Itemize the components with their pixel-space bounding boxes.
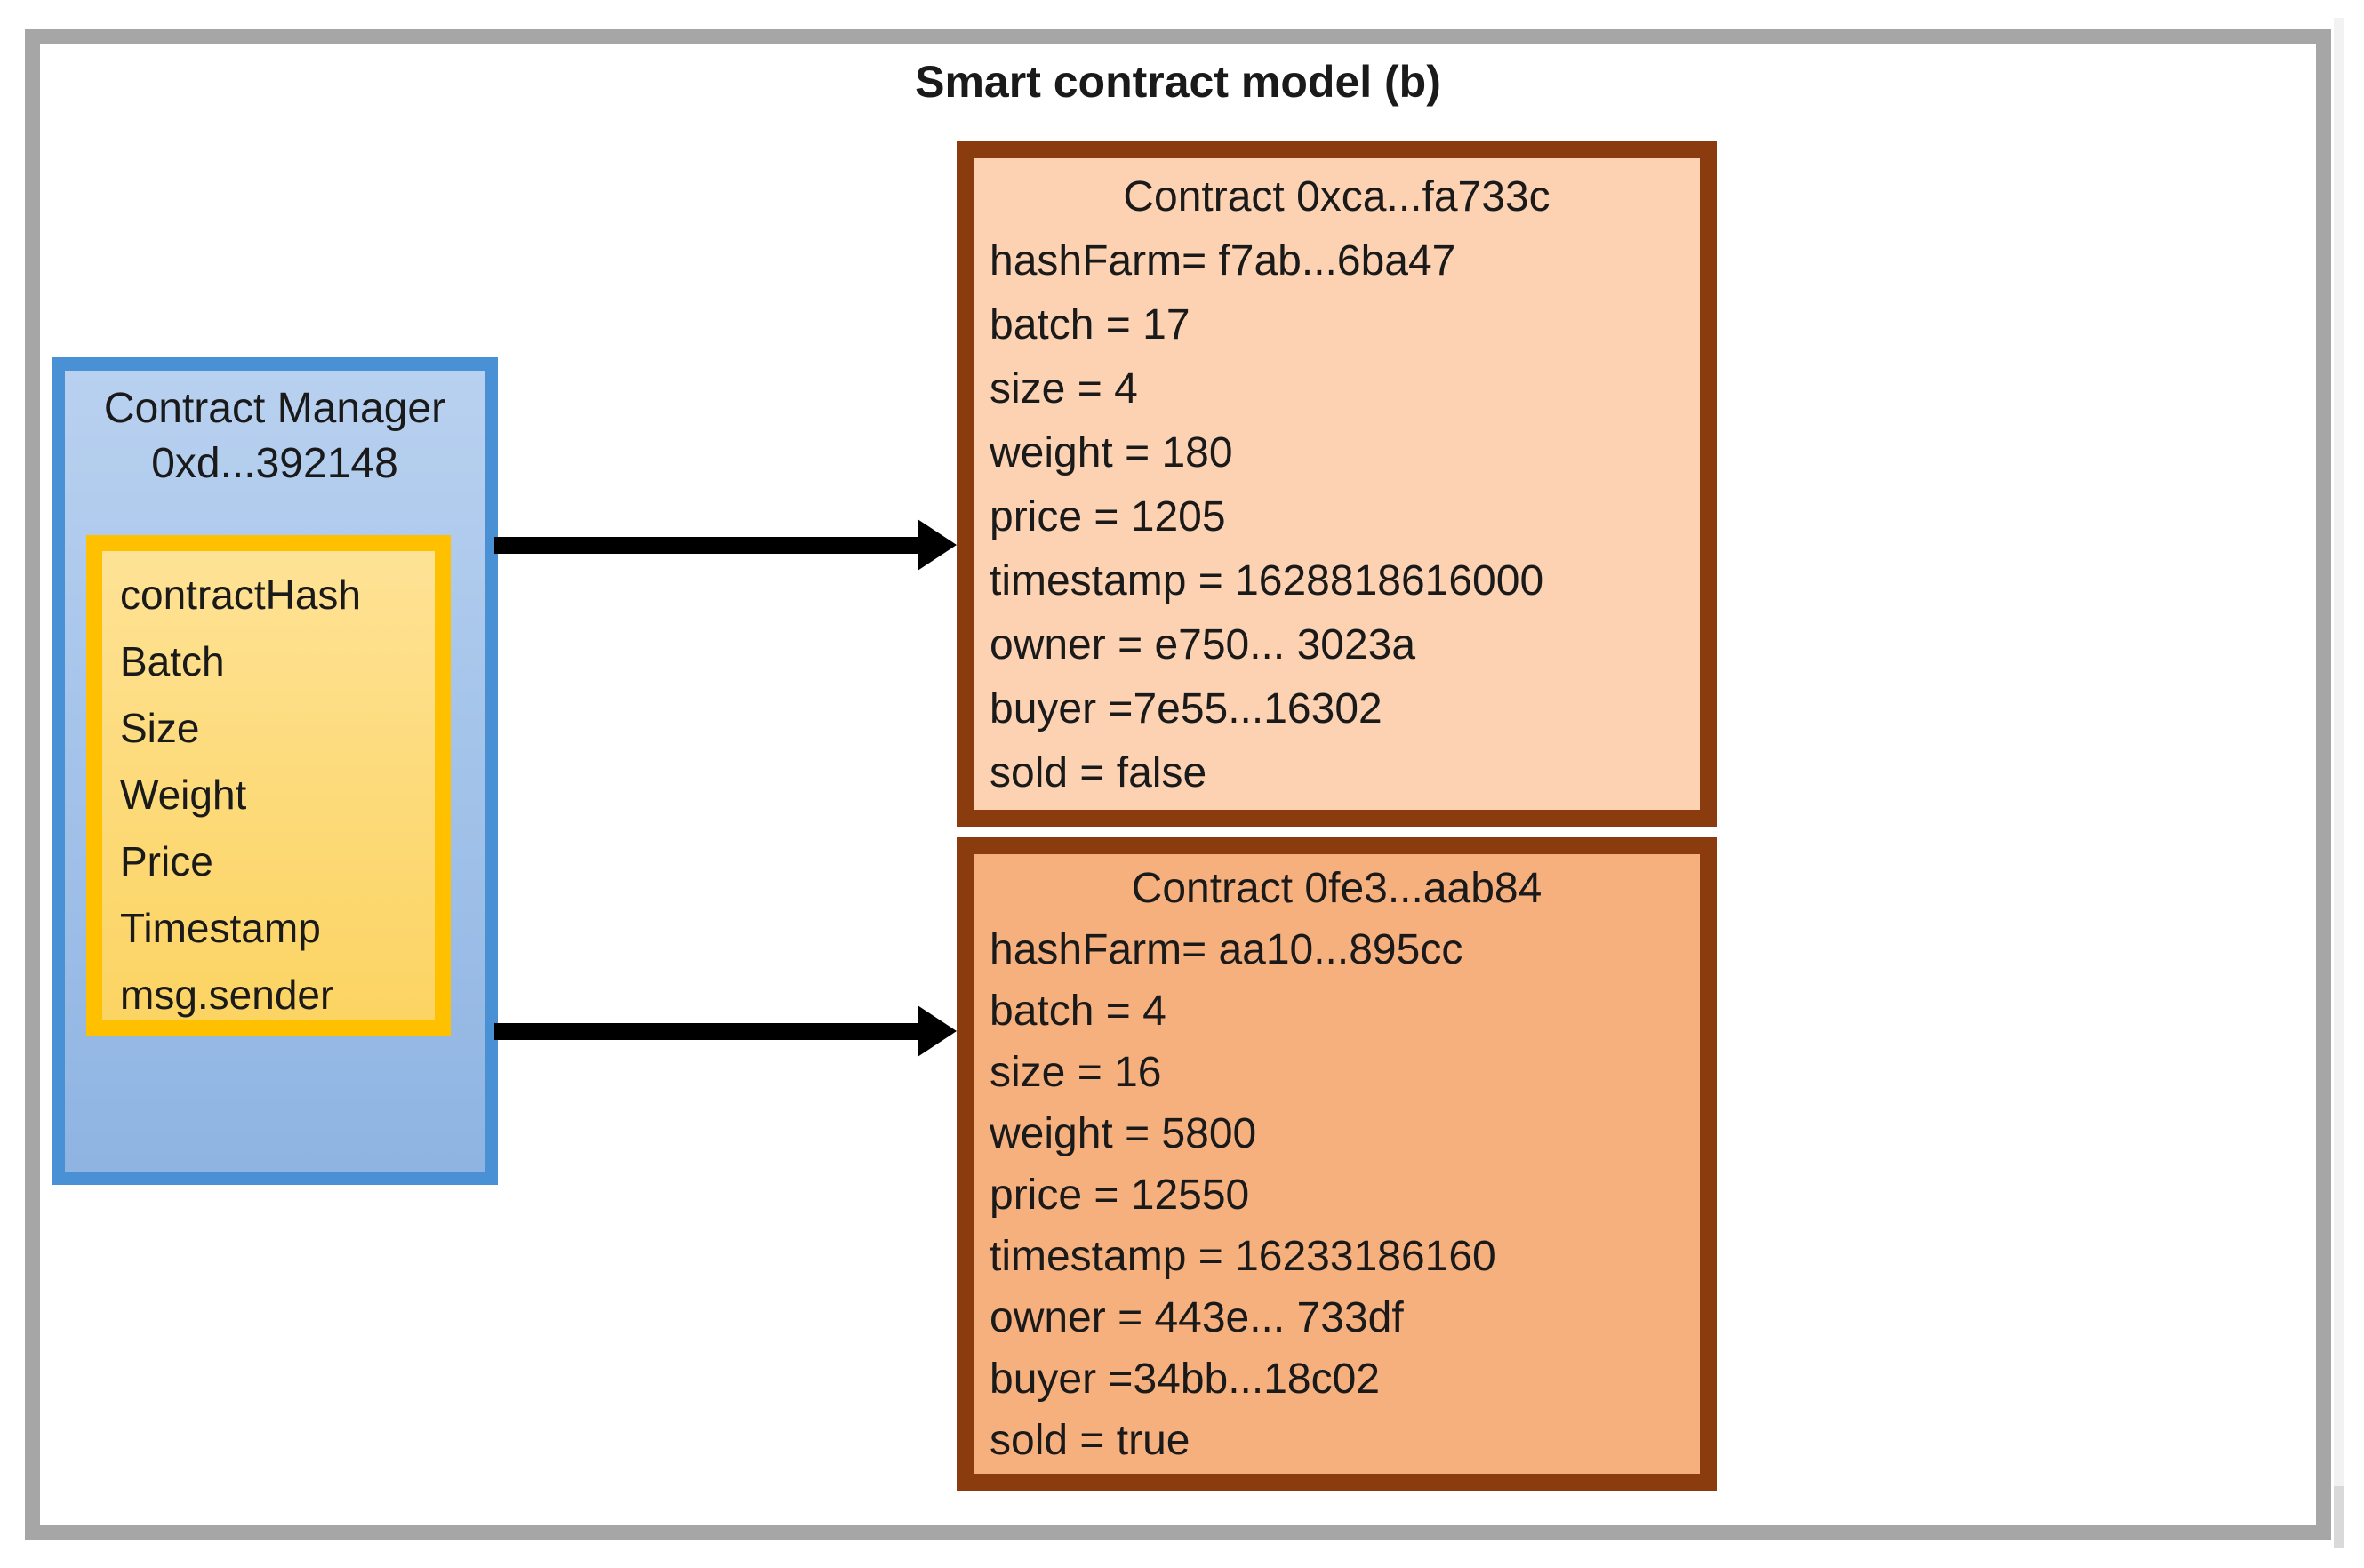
contract-1-price: price = 1205 xyxy=(990,493,1226,540)
contract-2-batch: batch = 4 xyxy=(990,988,1166,1035)
contract-1-hashfarm: hashFarm= f7ab...6ba47 xyxy=(990,237,1456,284)
struct-field-weight: Weight xyxy=(120,772,247,818)
contract-1-buyer: buyer =7e55...16302 xyxy=(990,685,1382,732)
contract-2-timestamp: timestamp = 16233186160 xyxy=(990,1233,1496,1280)
contract-2-size: size = 16 xyxy=(990,1049,1162,1096)
diagram-title: Smart contract model (b) xyxy=(915,57,1441,107)
contract-box-2: Contract 0fe3...aab84 hashFarm= aa10...8… xyxy=(957,837,1717,1491)
contract-1-sold: sold = false xyxy=(990,749,1207,796)
contract-2-weight: weight = 5800 xyxy=(990,1110,1257,1157)
arrow-shaft xyxy=(494,1023,919,1040)
struct-field-price: Price xyxy=(120,838,213,884)
contract-2-buyer: buyer =34bb...18c02 xyxy=(990,1356,1381,1403)
contract-1-batch: batch = 17 xyxy=(990,301,1190,348)
contract-2-owner: owner = 443e... 733df xyxy=(990,1294,1404,1341)
arrow-head-icon xyxy=(918,1005,957,1057)
manager-address: 0xd...392148 xyxy=(151,440,398,487)
manager-title: Contract Manager xyxy=(103,385,446,432)
contract-1-weight: weight = 180 xyxy=(990,429,1233,476)
arrow-shaft xyxy=(494,537,919,554)
struct-field-batch: Batch xyxy=(120,638,225,684)
contract-2-hashfarm: hashFarm= aa10...895cc xyxy=(990,926,1463,973)
contract-2-sold: sold = true xyxy=(990,1417,1190,1464)
struct-field-contracthash: contractHash xyxy=(120,572,362,618)
contract-1-size: size = 4 xyxy=(990,365,1138,412)
scrollbar-track[interactable] xyxy=(2334,18,2344,1548)
struct-field-timestamp: Timestamp xyxy=(120,905,321,951)
outer-frame xyxy=(25,29,2331,1540)
struct-field-size: Size xyxy=(120,705,200,751)
arrow-head-icon xyxy=(918,519,957,571)
scrollbar-thumb[interactable] xyxy=(2334,1486,2344,1548)
contract-1-owner: owner = e750... 3023a xyxy=(990,621,1416,668)
contract-1-title: Contract 0xca...fa733c xyxy=(1123,173,1551,220)
contract-1-timestamp: timestamp = 1628818616000 xyxy=(990,557,1544,604)
manager-struct-box: contractHash Batch Size Weight Price Tim… xyxy=(86,535,451,1036)
contract-2-price: price = 12550 xyxy=(990,1172,1250,1219)
contract-2-title: Contract 0fe3...aab84 xyxy=(1131,865,1543,912)
contract-box-1: Contract 0xca...fa733c hashFarm= f7ab...… xyxy=(957,141,1717,827)
struct-field-msgsender: msg.sender xyxy=(120,972,334,1018)
